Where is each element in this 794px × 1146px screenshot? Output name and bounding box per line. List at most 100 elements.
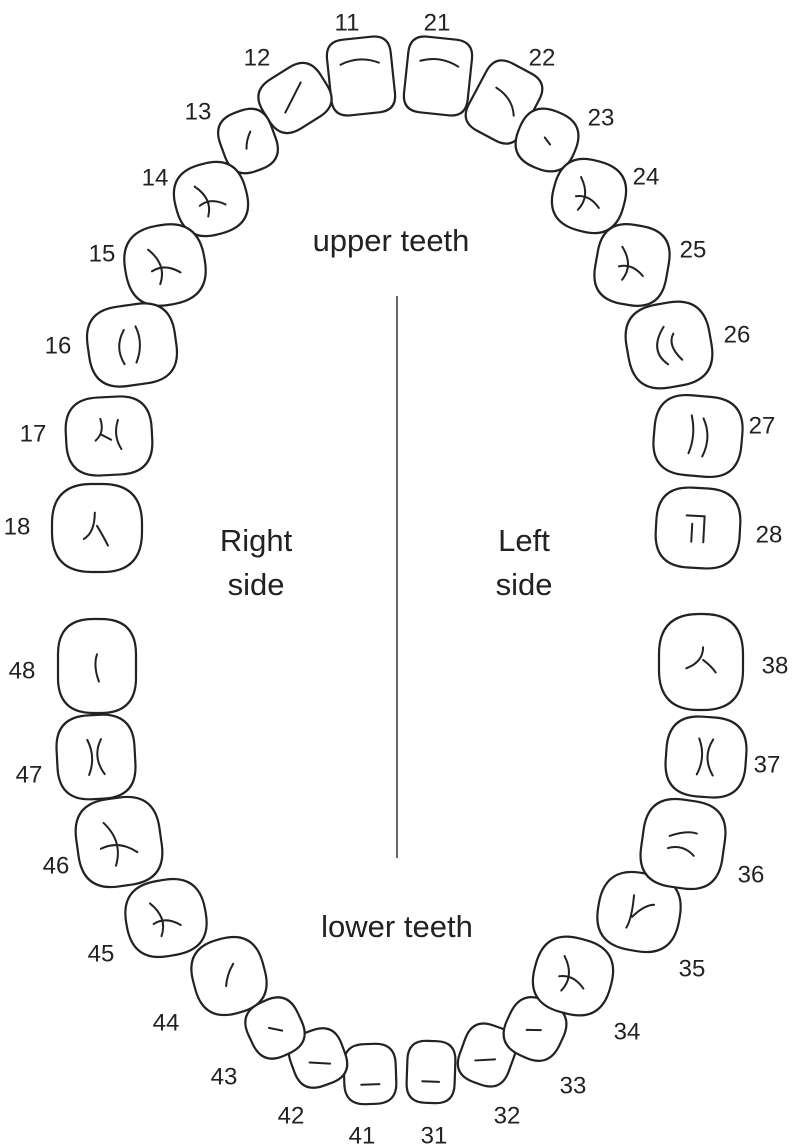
tooth-33-crown	[502, 996, 568, 1062]
tooth-25-crown	[593, 223, 671, 307]
tooth-12[interactable]	[251, 55, 339, 140]
tooth-41[interactable]	[342, 1042, 398, 1106]
tooth-23[interactable]	[508, 101, 586, 179]
tooth-15-groove	[147, 248, 182, 286]
tooth-34-groove	[558, 955, 585, 992]
tooth-number-44: 44	[153, 1009, 180, 1036]
tooth-13-groove	[245, 130, 252, 150]
tooth-number-42: 42	[278, 1102, 305, 1129]
tooth-18-groove	[82, 511, 109, 547]
tooth-number-11: 11	[335, 9, 360, 36]
tooth-17[interactable]	[64, 395, 154, 477]
tooth-38-groove	[685, 646, 717, 674]
tooth-11[interactable]	[325, 35, 397, 117]
tooth-37-groove	[695, 737, 715, 777]
tooth-16[interactable]	[83, 299, 181, 390]
tooth-27-groove	[687, 414, 709, 458]
tooth-number-33: 33	[560, 1072, 587, 1099]
tooth-37[interactable]	[663, 714, 748, 799]
left-side-label-line1: Left	[498, 523, 550, 558]
tooth-15[interactable]	[119, 219, 212, 312]
tooth-47[interactable]	[55, 713, 137, 801]
tooth-21-groove	[419, 57, 460, 68]
tooth-number-26: 26	[724, 321, 751, 348]
tooth-43-crown	[244, 996, 306, 1060]
tooth-17-crown	[64, 395, 154, 477]
tooth-26[interactable]	[620, 296, 717, 393]
tooth-number-46: 46	[43, 852, 70, 879]
tooth-number-12: 12	[244, 44, 271, 71]
tooth-35-groove	[625, 894, 656, 929]
tooth-28-groove	[685, 514, 706, 544]
tooth-24-groove	[574, 176, 600, 211]
tooth-41-groove	[360, 1083, 381, 1086]
upper-teeth-label: upper teeth	[313, 223, 470, 258]
tooth-36-crown	[639, 797, 727, 891]
tooth-18-crown	[50, 482, 144, 574]
tooth-45-groove	[148, 902, 182, 938]
tooth-36[interactable]	[636, 795, 729, 894]
tooth-number-21: 21	[424, 9, 451, 36]
tooth-21[interactable]	[402, 35, 474, 117]
tooth-22-groove	[495, 86, 515, 117]
tooth-34[interactable]	[525, 929, 620, 1023]
tooth-35[interactable]	[592, 866, 686, 957]
tooth-number-13: 13	[185, 98, 212, 125]
tooth-47-groove	[86, 738, 106, 776]
tooth-number-36: 36	[738, 861, 765, 888]
tooth-28-crown	[654, 486, 742, 570]
tooth-28[interactable]	[654, 486, 742, 570]
tooth-45[interactable]	[120, 874, 212, 963]
tooth-33[interactable]	[496, 990, 574, 1069]
tooth-number-17: 17	[20, 420, 47, 447]
tooth-48-crown	[56, 617, 138, 715]
tooth-27[interactable]	[651, 392, 746, 479]
tooth-number-32: 32	[494, 1102, 521, 1129]
tooth-26-crown	[624, 300, 714, 390]
right-side-label-line1: Right	[220, 523, 293, 558]
tooth-number-23: 23	[588, 104, 615, 131]
tooth-38-crown	[657, 612, 745, 712]
tooth-48-groove	[94, 653, 100, 683]
tooth-21-crown	[402, 35, 474, 117]
tooth-48[interactable]	[56, 617, 138, 715]
tooth-number-31: 31	[421, 1122, 448, 1146]
tooth-number-35: 35	[679, 955, 706, 982]
tooth-46[interactable]	[71, 793, 166, 892]
tooth-number-16: 16	[45, 332, 72, 359]
tooth-38[interactable]	[657, 612, 745, 712]
tooth-27-crown	[652, 394, 744, 478]
tooth-13[interactable]	[212, 103, 284, 180]
tooth-number-28: 28	[756, 521, 783, 548]
tooth-18[interactable]	[50, 482, 144, 574]
lower-teeth-label: lower teeth	[321, 909, 473, 944]
teeth-layer: 1112131415161718212223242526272831323334…	[4, 9, 789, 1146]
tooth-46-crown	[74, 795, 164, 889]
tooth-26-groove	[656, 325, 684, 366]
tooth-12-crown	[257, 61, 333, 135]
tooth-36-groove	[666, 831, 698, 857]
tooth-number-15: 15	[89, 240, 116, 267]
tooth-44[interactable]	[184, 930, 273, 1022]
tooth-24[interactable]	[545, 152, 633, 240]
tooth-number-43: 43	[211, 1063, 238, 1090]
tooth-11-crown	[325, 35, 397, 117]
tooth-43[interactable]	[238, 990, 311, 1065]
tooth-number-37: 37	[754, 751, 781, 778]
tooth-14[interactable]	[167, 155, 255, 243]
tooth-41-crown	[342, 1042, 398, 1106]
tooth-33-groove	[525, 1028, 542, 1032]
tooth-14-groove	[193, 185, 227, 218]
tooth-46-groove	[99, 821, 139, 867]
tooth-31-crown	[405, 1039, 457, 1105]
tooth-24-crown	[550, 157, 628, 235]
tooth-14-crown	[172, 160, 250, 238]
tooth-number-38: 38	[762, 652, 789, 679]
tooth-31[interactable]	[405, 1039, 457, 1105]
right-side-label-line2: side	[228, 567, 285, 602]
tooth-17-groove	[94, 417, 123, 451]
tooth-11-groove	[339, 58, 380, 66]
tooth-number-14: 14	[142, 164, 169, 191]
tooth-25[interactable]	[590, 219, 675, 310]
tooth-number-25: 25	[680, 236, 707, 263]
